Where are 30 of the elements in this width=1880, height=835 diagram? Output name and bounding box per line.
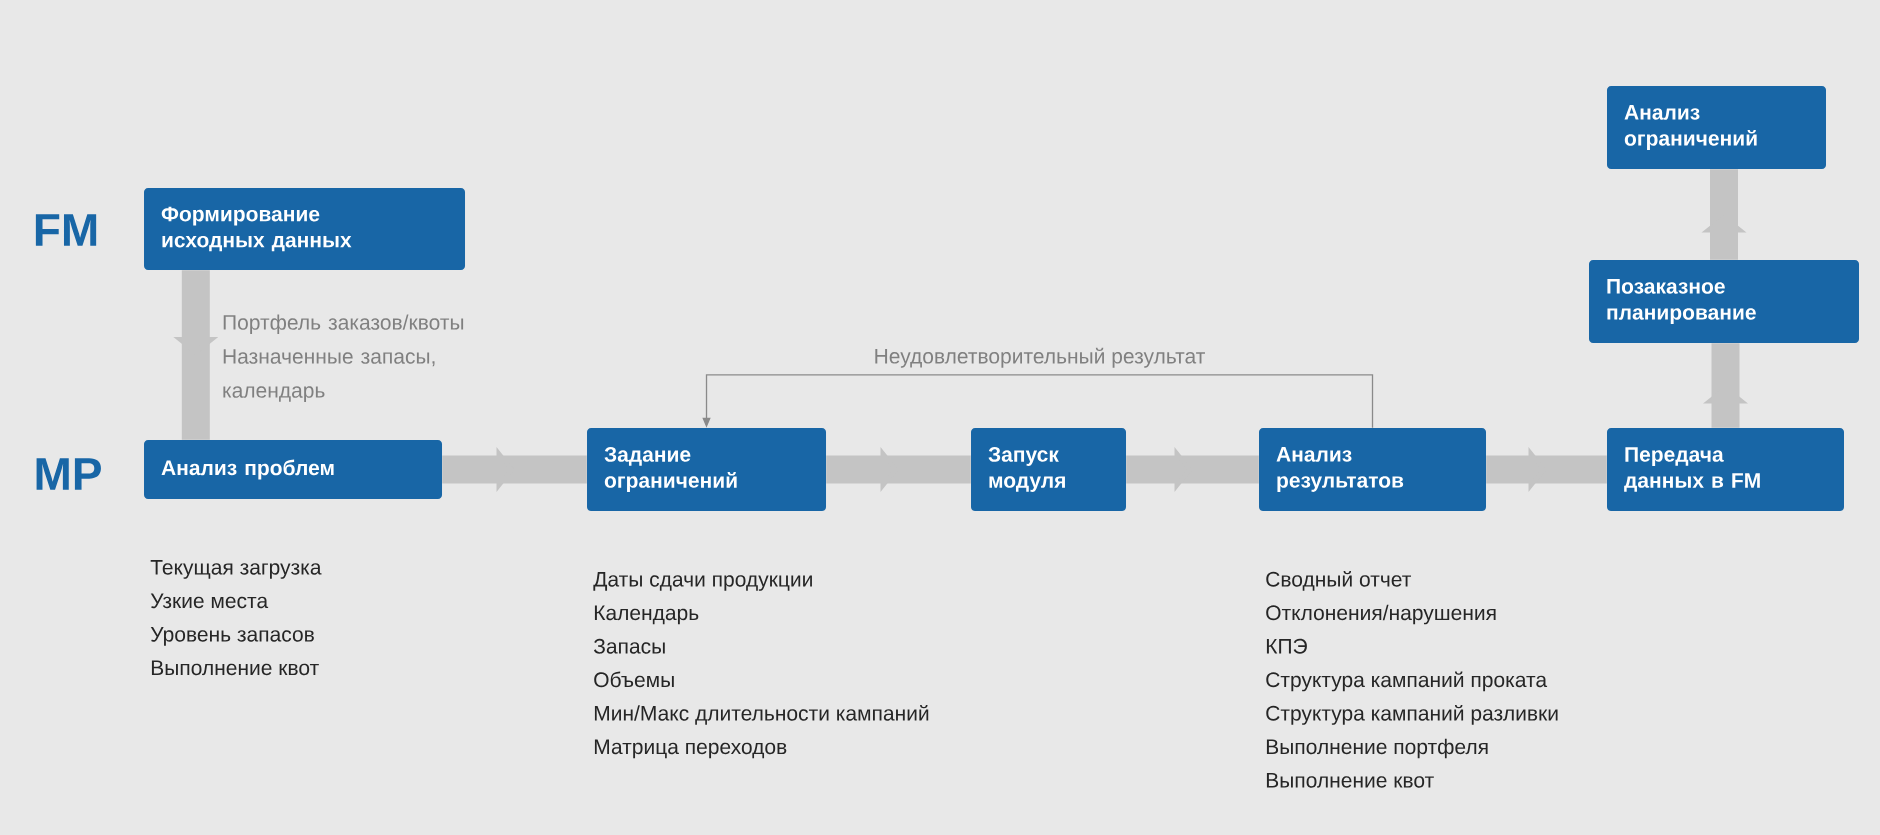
list-item: Объемы: [594, 671, 674, 688]
edge-label: Портфель заказов/квоты Назначенные запасы, календарь: [223, 314, 464, 402]
row-label: FM: [35, 214, 97, 246]
list-item: Сводный отчет: [1266, 570, 1411, 591]
list-item: Уровень запасов: [150, 627, 314, 646]
process-box: Анализ проблем: [144, 440, 442, 499]
process-box: Задание ограничений: [587, 428, 826, 511]
list-item: Структура кампаний проката: [1266, 671, 1548, 692]
list-item: Выполнение портфеля: [1266, 738, 1488, 759]
list-item: Запасы: [593, 638, 665, 654]
list-item: Выполнение квот: [151, 660, 319, 676]
list-item: КПЭ: [1266, 638, 1307, 654]
list-item: Даты сдачи продукции: [593, 572, 812, 591]
list-item: Мин/Макс длительности кампаний: [594, 704, 929, 725]
row-label: MP: [36, 458, 101, 490]
list-item: Выполнение квот: [1266, 773, 1434, 788]
feedback-arrow: [702, 374, 1374, 429]
process-box: Анализ ограничений: [1607, 86, 1826, 169]
list-item: Календарь: [594, 605, 699, 625]
process-box: Позаказное планирование: [1589, 260, 1859, 343]
list-item: Текущая загрузка: [150, 560, 322, 579]
process-box: Анализ результатов: [1259, 428, 1486, 511]
list-item: Узкие места: [150, 593, 269, 609]
list-item: Матрица переходов: [594, 739, 787, 759]
process-box: Передача данных в FM: [1607, 428, 1844, 511]
edge-label: Неудовлетворительный результат: [870, 344, 1209, 371]
process-box: Формирование исходных данных: [144, 188, 465, 270]
list-item: Структура кампаний разливки: [1266, 704, 1558, 725]
list-item: Отклонения/нарушения: [1266, 604, 1496, 625]
process-box: Запуск модуля: [971, 428, 1126, 511]
